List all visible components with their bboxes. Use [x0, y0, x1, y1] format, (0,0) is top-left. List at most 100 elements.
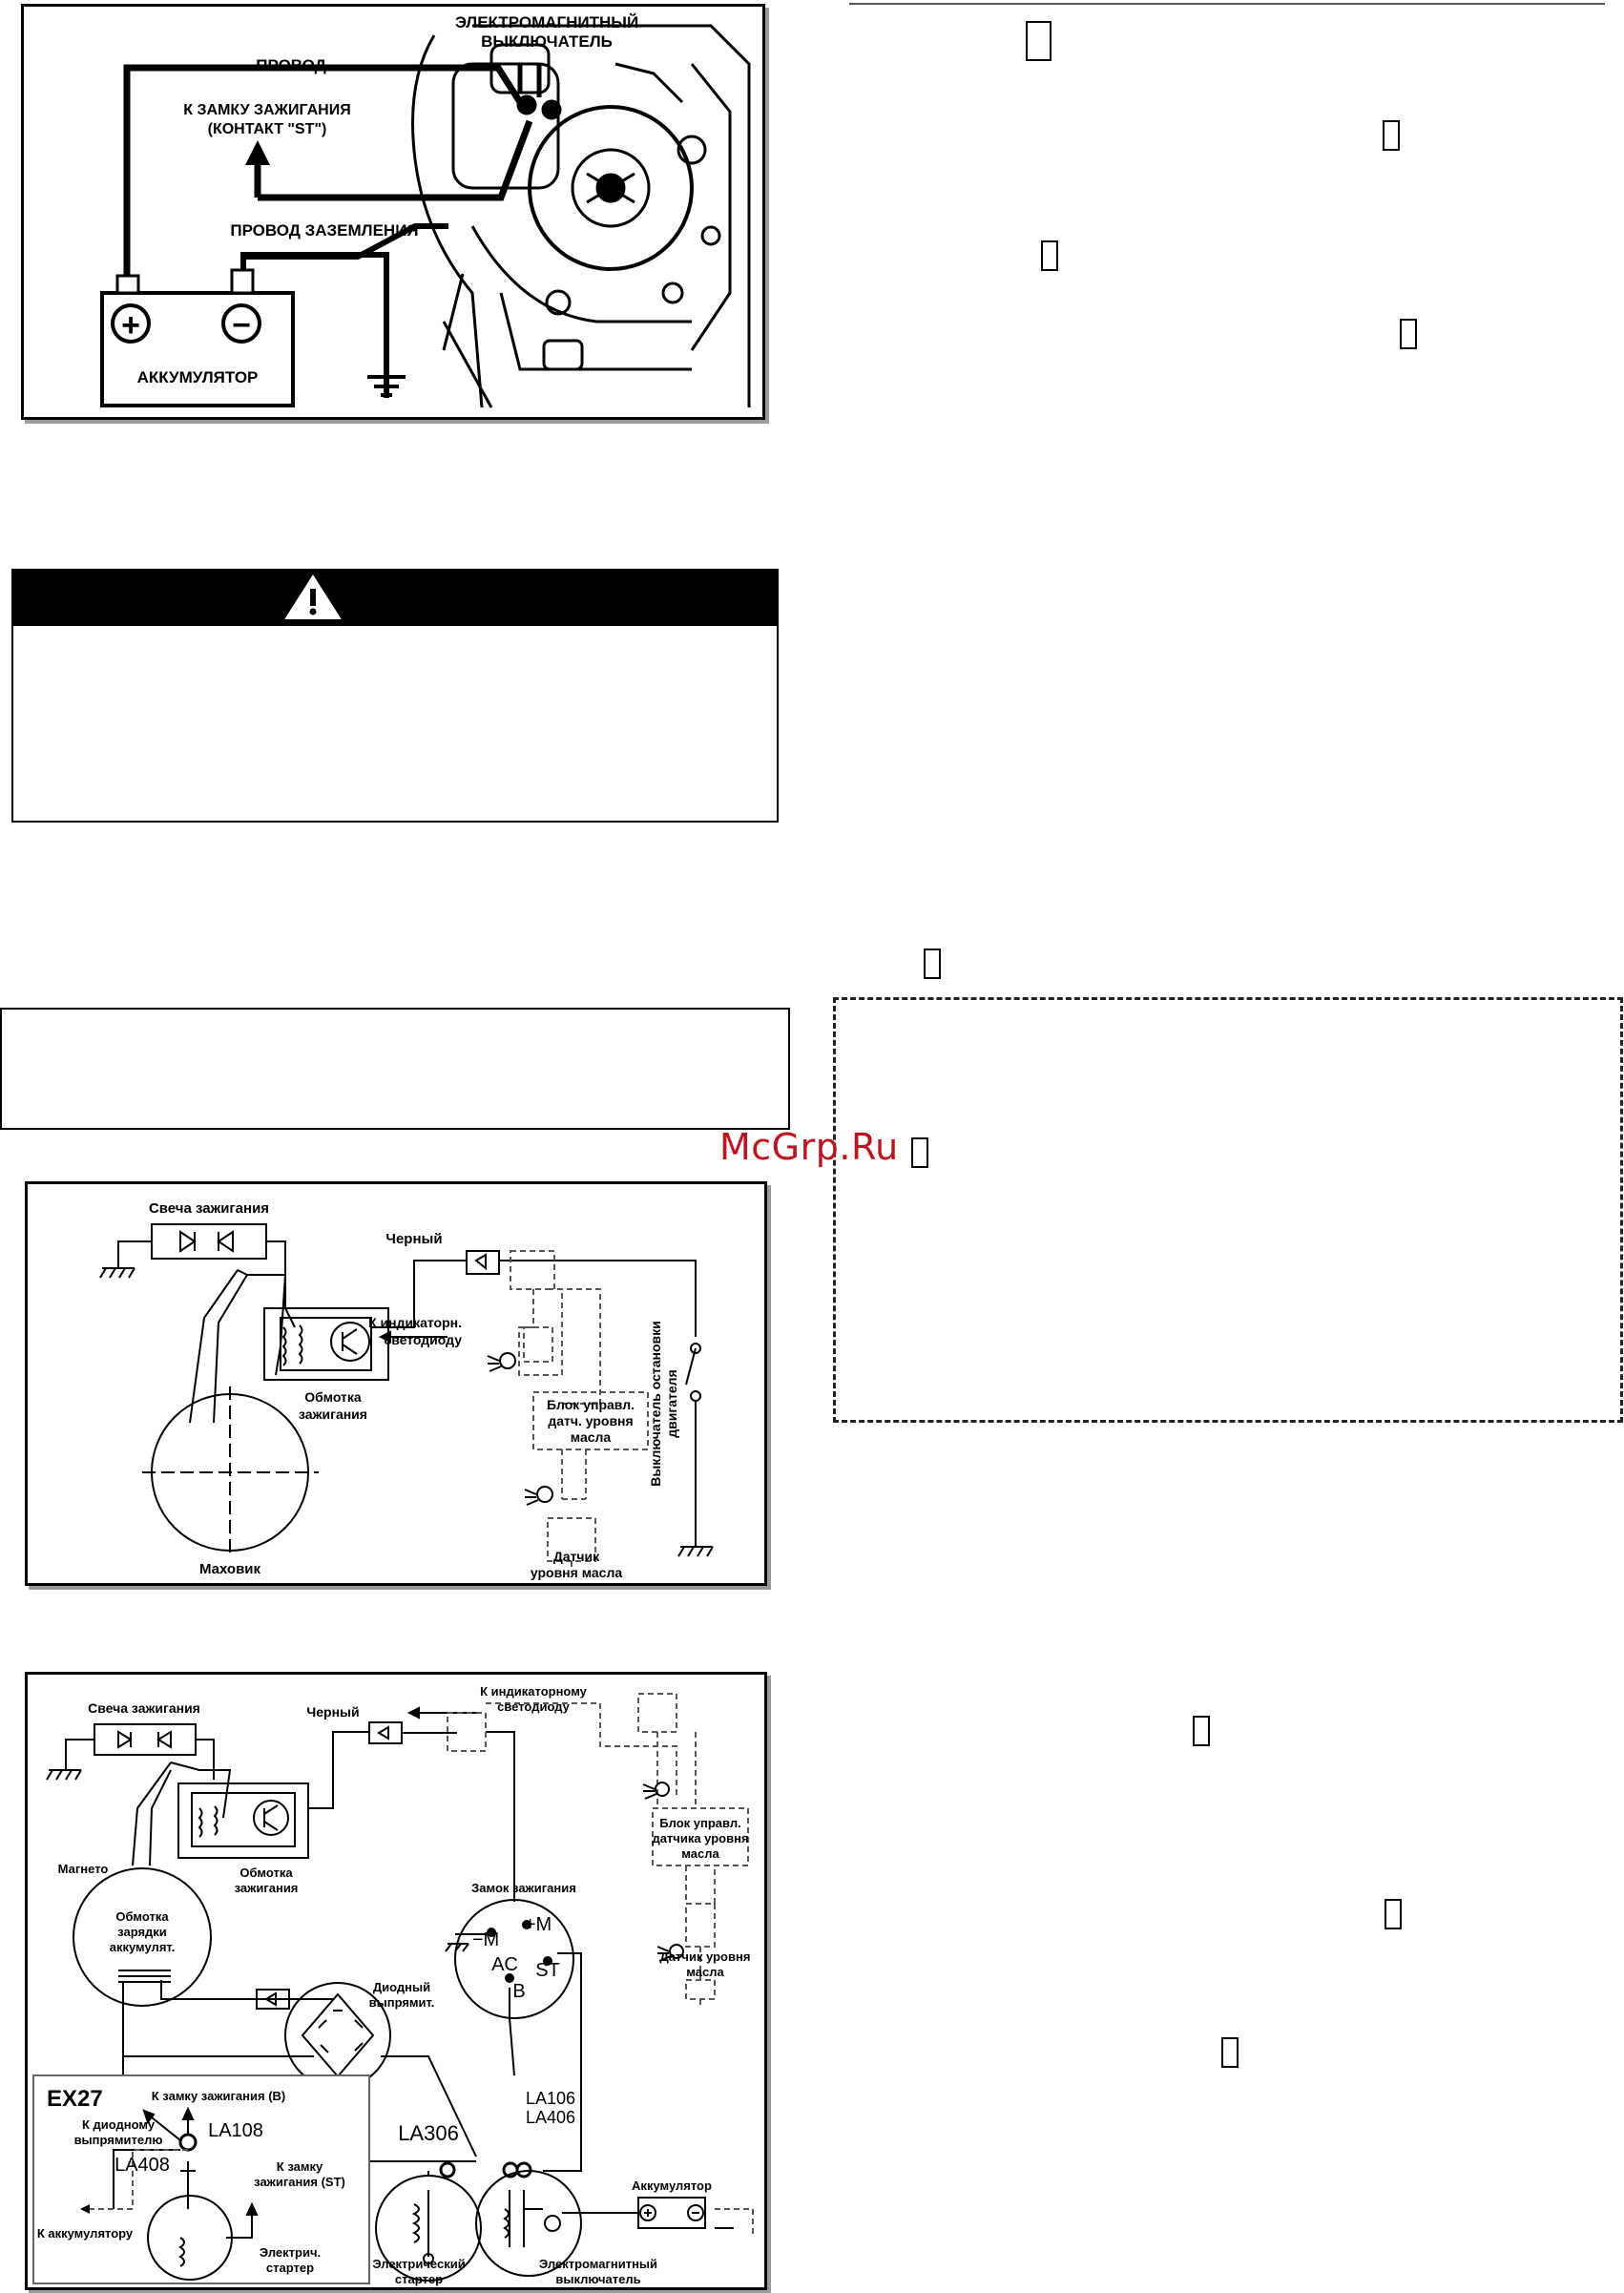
indicator-label-3-line2: светодиоду [497, 1699, 570, 1714]
black-wire-label: Черный [385, 1231, 442, 1247]
electric-start-circuit-diagram: Свеча зажигания Черный К индикаторному с… [32, 1684, 754, 2286]
ground-wire-label: ПРОВОД ЗАЗЕМЛЕНИЯ [230, 221, 418, 240]
stop-switch-label-line2: двигателя [664, 1369, 679, 1437]
oil-sensor-label-3-line2: масла [686, 1965, 724, 1979]
missing-glyph-7 [1193, 1716, 1210, 1746]
missing-glyph-1 [1026, 21, 1051, 61]
la108-label: LA108 [208, 2120, 263, 2141]
rectifier-label-line2: выпрямит. [369, 1995, 435, 2010]
small-starter-label-line2: стартер [266, 2261, 314, 2275]
wire-label: ПРОВОД [256, 56, 326, 74]
rectifier-label-line1: Диодный [373, 1980, 430, 1994]
ignition-circuit-diagram: Свеча зажигания Черный К индикаторн. све… [99, 1200, 714, 1580]
battery-label: АККУМУЛЯТОР [137, 368, 259, 386]
solenoid-label-3-line2: выключатель [555, 2272, 640, 2286]
battery-plus-terminal [111, 303, 151, 344]
missing-glyph-6 [911, 1137, 928, 1168]
missing-glyph-3 [1041, 240, 1058, 271]
solenoid-symbol [475, 2170, 582, 2277]
la406-label: LA406 [526, 2108, 575, 2127]
terminal-plus-m-label: +M [525, 1914, 552, 1935]
ex27-inset [32, 2074, 370, 2284]
electric-starter-label-line1: Электрический [372, 2257, 465, 2271]
ground-symbol [367, 369, 406, 397]
ground-symbol-switch-3 [445, 1943, 469, 1952]
ignition-switch-label: Замок зажигания [471, 1881, 576, 1895]
ground-symbol-switch [677, 1546, 714, 1557]
top-rule [849, 3, 1605, 5]
terminal-la306 [439, 2161, 456, 2178]
watermark: McGrp.Ru [719, 1126, 899, 1168]
spark-plug-label: Свеча зажигания [149, 1200, 269, 1217]
stop-switch-label-line1: Выключатель остановки [648, 1321, 663, 1487]
oil-unit-label-3-line1: Блок управл. [659, 1816, 740, 1830]
coil-label-3-line2: зажигания [235, 1881, 299, 1895]
oil-sensor-label-line1: Датчик [553, 1549, 600, 1564]
to-battery-label: К аккумулятору [37, 2226, 134, 2241]
indicator-label-3-line1: К индикаторному [480, 1684, 588, 1699]
charge-coil-label-line3: аккумулят. [110, 1940, 176, 1954]
magneto-label: Магнето [58, 1862, 109, 1876]
oil-sensor-label-line2: уровня масла [531, 1565, 622, 1580]
plus-symbol: + [121, 307, 140, 344]
terminal-b-label: B [512, 1981, 525, 2002]
to-ignition-st-label-line2: зажигания (ST) [254, 2175, 345, 2189]
note-box [0, 1008, 790, 1130]
spark-plug-label-3: Свеча зажигания [88, 1700, 200, 1716]
missing-glyph-8 [1385, 1899, 1402, 1929]
la106-label: LA106 [526, 2089, 575, 2108]
ex27-label: EX27 [47, 2086, 103, 2112]
missing-glyph-9 [1221, 2037, 1239, 2068]
warning-triangle-icon [284, 574, 342, 619]
coil-label-line2: зажигания [299, 1407, 367, 1422]
charge-coil-label-line2: зарядки [117, 1925, 167, 1939]
oil-unit-label-line2: датч. уровня [548, 1413, 633, 1428]
to-rectifier-label-line2: выпрямителю [74, 2133, 163, 2147]
oil-unit-label-3-line3: масла [681, 1846, 719, 1861]
solenoid-label-line1: ЭЛЕКТРОМАГНИТНЫЙ [455, 13, 638, 31]
electric-start-circuit-figure: Свеча зажигания Черный К индикаторному с… [25, 1672, 767, 2290]
battery-label-3: Аккумулятор [632, 2178, 712, 2193]
oil-sensor-label-3-line1: Датчик уровня [660, 1949, 751, 1964]
warning-body [11, 626, 779, 823]
solenoid-label-3-line1: Электромагнитный [539, 2257, 657, 2271]
solenoid-label-line2: ВЫКЛЮЧАТЕЛЬ [481, 32, 613, 51]
transistor-symbol-3 [253, 1800, 289, 1836]
warning-header [11, 569, 779, 626]
magneto-symbol [73, 1867, 212, 2007]
ignition-label-line1: К ЗАМКУ ЗАЖИГАНИЯ [183, 102, 350, 118]
terminal-st-label: ST [535, 1960, 560, 1981]
to-ignition-b-label: К замку зажигания (B) [152, 2089, 286, 2103]
to-rectifier-label-line1: К диодному [82, 2117, 156, 2132]
charge-coil-label-line1: Обмотка [115, 1909, 169, 1924]
oil-unit-label-line3: масла [571, 1429, 612, 1445]
arrow-to-ignition [245, 140, 270, 165]
small-starter-label-line1: Электрич. [260, 2245, 321, 2260]
minus-symbol: − [232, 307, 251, 344]
terminal-minus-m-label: −M [472, 1929, 499, 1950]
ignition-circuit-figure: Свеча зажигания Черный К индикаторн. све… [25, 1181, 767, 1586]
transistor-symbol [330, 1322, 370, 1362]
oil-unit-label-line1: Блок управл. [547, 1397, 635, 1412]
terminal-la106-b [515, 2161, 532, 2178]
flywheel-label: Маховик [199, 1561, 261, 1577]
battery-minus-terminal [221, 303, 261, 344]
ground-symbol-plug [99, 1267, 135, 1279]
oil-unit-label-3-line2: датчика уровня [652, 1831, 748, 1845]
wiring-lines [123, 64, 533, 398]
la306-label: LA306 [398, 2121, 459, 2145]
indicator-label-line2: светодиоду [384, 1332, 462, 1347]
indicator-label-line1: К индикаторн. [368, 1315, 462, 1330]
black-wire-label-3: Черный [306, 1704, 359, 1720]
ground-symbol-plug-3 [46, 1769, 82, 1781]
starter-wiring-diagram: + − ЭЛЕКТРОМАГНИТНЫЙ ВЫКЛЮЧАТЕЛЬ ПРОВОД … [100, 13, 751, 408]
missing-glyph-2 [1383, 120, 1400, 151]
starter-wiring-figure: + − ЭЛЕКТРОМАГНИТНЫЙ ВЫКЛЮЧАТЕЛЬ ПРОВОД … [21, 4, 765, 420]
la408-label: LA408 [115, 2155, 170, 2176]
terminal-ac-label: AC [491, 1954, 518, 1975]
missing-glyph-4 [1400, 319, 1417, 349]
ignition-label-line2: (КОНТАКТ "ST") [208, 121, 327, 137]
missing-glyph-5 [924, 948, 941, 979]
coil-label-line1: Обмотка [304, 1389, 362, 1405]
to-ignition-st-label-line1: К замку [277, 2159, 323, 2174]
